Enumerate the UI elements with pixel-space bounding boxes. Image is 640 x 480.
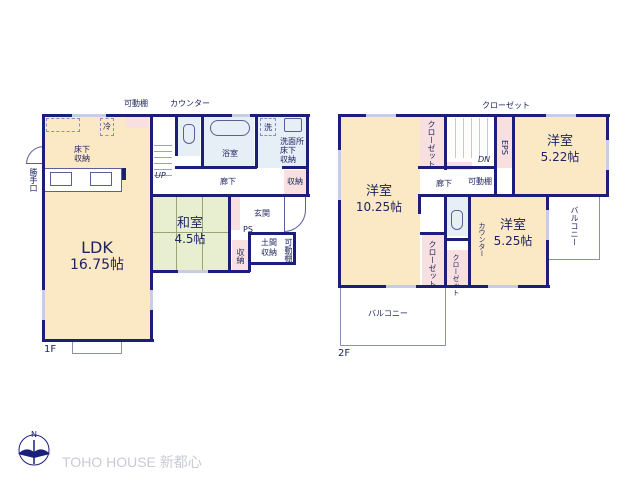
side-entrance-label: 勝手口 (29, 168, 38, 192)
youshitsu-5-25-name: 洋室 (499, 218, 526, 233)
balcony-south (340, 288, 446, 346)
kitchen-underfloor-label: 床下 収納 (74, 145, 90, 163)
genkan-label: 玄関 (254, 209, 270, 218)
room-washitsu (152, 196, 228, 270)
bathtub-icon (210, 120, 250, 136)
shoe-storage (230, 196, 240, 230)
ldk-label: LDK 16.75帖 (44, 238, 150, 274)
window (232, 114, 250, 117)
movable-shelf-label: 可動棚 (124, 99, 148, 108)
room-youshitsu-5-25 (470, 196, 546, 286)
window (178, 270, 208, 273)
stove-icon (50, 172, 72, 186)
youshitsu-5-25-label: 洋室 5.25帖 (480, 218, 546, 248)
balcony-east-label: バルコニー (570, 206, 579, 246)
bath-label: 浴室 (222, 149, 238, 158)
youshitsu-10-25-name: 洋室 (365, 184, 392, 199)
eps (496, 116, 512, 168)
hallway-label: 廊下 (220, 177, 236, 186)
storage-hallway (284, 170, 306, 194)
toilet-2f-icon (451, 210, 463, 230)
youshitsu-5-22-label: 洋室 5.22帖 (514, 134, 606, 164)
closet-1 (420, 116, 444, 168)
storage-hallway-label: 収納 (287, 177, 303, 186)
window (546, 114, 576, 117)
room-hallway-2f (420, 170, 496, 194)
room-hallway-1f (178, 168, 284, 194)
fridge-label: 冷 (103, 122, 111, 131)
washer-space (260, 118, 276, 136)
stairs-lines-2f (448, 118, 492, 158)
window (366, 114, 396, 117)
closet-top-label: クローゼット (482, 101, 530, 110)
movable-shelf-kitchen (126, 116, 148, 128)
window (150, 290, 153, 310)
closet-1-label: クローゼット (427, 120, 436, 168)
closet-3-label: クローゼット (452, 254, 460, 296)
compass-icon (18, 434, 50, 466)
counter-2f-label: カウンター (478, 222, 486, 257)
window (338, 150, 341, 200)
washroom-label: 洗面所 (280, 137, 304, 146)
youshitsu-10-25-size: 10.25帖 (355, 199, 403, 214)
floor-label-1f: 1F (44, 344, 57, 355)
floor-plan-2f: 洋室 10.25帖 クローゼット DN EPS クローゼット 洋室 5.22帖 … (338, 101, 610, 359)
movable-shelf-genkan (283, 236, 293, 262)
counter-label: カウンター (170, 99, 210, 108)
balcony-south-label: バルコニー (368, 309, 408, 318)
youshitsu-5-22-name: 洋室 (546, 134, 573, 149)
storage-washitsu-side (232, 240, 248, 270)
stairs-lines (154, 140, 172, 178)
ldk-name: LDK (81, 238, 113, 257)
movable-shelf-2f-label: 可動棚 (468, 177, 492, 186)
washitsu-label: 和室 4.5帖 (152, 216, 228, 246)
movable-shelf-genkan-label: 可動棚 (284, 238, 293, 262)
room-youshitsu-5-22 (514, 116, 606, 194)
compass-north-label: N (31, 430, 37, 439)
closet-2-label: クローゼット (428, 240, 437, 288)
window (606, 140, 609, 170)
window (386, 285, 416, 288)
room-washroom (258, 116, 306, 168)
kitchen-underfloor-storage (46, 118, 80, 132)
closet-3 (446, 250, 468, 286)
washroom-underfloor-label: 床下 収納 (280, 146, 296, 164)
closet-2 (422, 234, 444, 286)
company-logo-text: TOHO HOUSE 新都心 (62, 454, 202, 470)
washitsu-size: 4.5帖 (174, 231, 206, 246)
washer-label: 洗 (264, 123, 272, 132)
ldk-size: 16.75帖 (69, 257, 125, 274)
ldk-window-bay (72, 342, 122, 354)
window (488, 285, 518, 288)
floor-label-2f: 2F (338, 348, 351, 359)
up-label: UP (155, 171, 166, 180)
youshitsu-5-25-size: 5.25帖 (493, 233, 533, 248)
floor-plan-1f: 冷 床下 収納 LDK 16.75帖 可動棚 カウンター UP 浴室 洗 洗面所… (0, 0, 320, 360)
doma-storage (256, 236, 282, 260)
eps-label: EPS (500, 140, 509, 155)
youshitsu-5-22-size: 5.22帖 (540, 149, 580, 164)
window (72, 114, 106, 117)
room-youshitsu-10-25 (340, 116, 418, 286)
washitsu-name: 和室 (176, 216, 203, 231)
youshitsu-10-25-label: 洋室 10.25帖 (340, 184, 418, 214)
fridge-space (100, 118, 114, 136)
down-label: DN (478, 155, 491, 164)
storage-washitsu-label: 収納 (236, 248, 245, 264)
compass: N (16, 430, 52, 468)
window (546, 210, 549, 240)
ps-label: PS (243, 225, 253, 234)
wash-basin-icon (284, 118, 302, 132)
toilet-icon (183, 124, 195, 144)
sink-icon (90, 172, 112, 186)
window (42, 290, 45, 320)
hallway-2f-label: 廊下 (436, 179, 452, 188)
doma-storage-label: 土間 収納 (261, 238, 277, 257)
